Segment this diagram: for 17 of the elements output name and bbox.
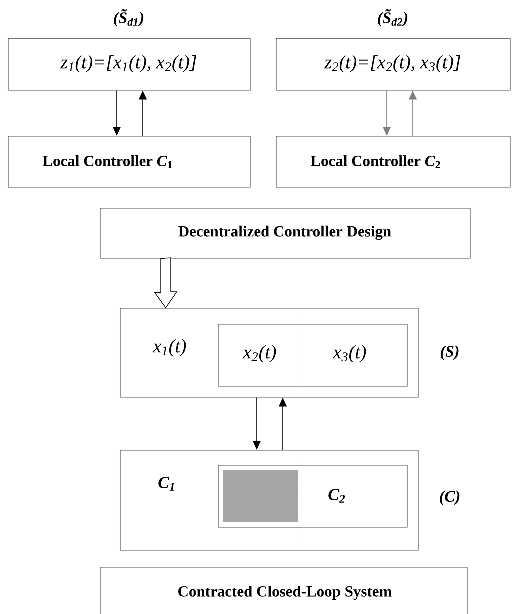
controller-box: Local Controller C$_{2}$ (276, 136, 511, 188)
controller-box: Local Controller C$_{1}$ (8, 136, 251, 188)
design-box: Decentralized Controller Design (100, 208, 471, 259)
side-label: (S) (441, 346, 459, 360)
subsystem-box: x$_{2}$(t) x$_{3}$(t) (218, 324, 408, 387)
overlap-block (223, 470, 298, 522)
system-box (120, 308, 419, 398)
controller-box: C$_{1}$ (126, 455, 304, 540)
side-label: (S̃$_{d2}$) (378, 9, 408, 27)
side-label: (C) (440, 490, 460, 506)
state-box: z$_{2}$(t)=[x$_{2}$(t), x$_{3}$(t)] (276, 38, 511, 91)
state-box: z$_{1}$(t)=[x$_{1}$(t), x$_{2}$(t)] (8, 38, 251, 91)
controller-box (120, 450, 419, 551)
side-label: (S̃$_{d1}$) (114, 9, 144, 27)
controller-box: C$_{2}$ (218, 465, 408, 528)
arrow (154, 258, 178, 309)
result-box: Contracted Closed-Loop System (100, 567, 468, 614)
